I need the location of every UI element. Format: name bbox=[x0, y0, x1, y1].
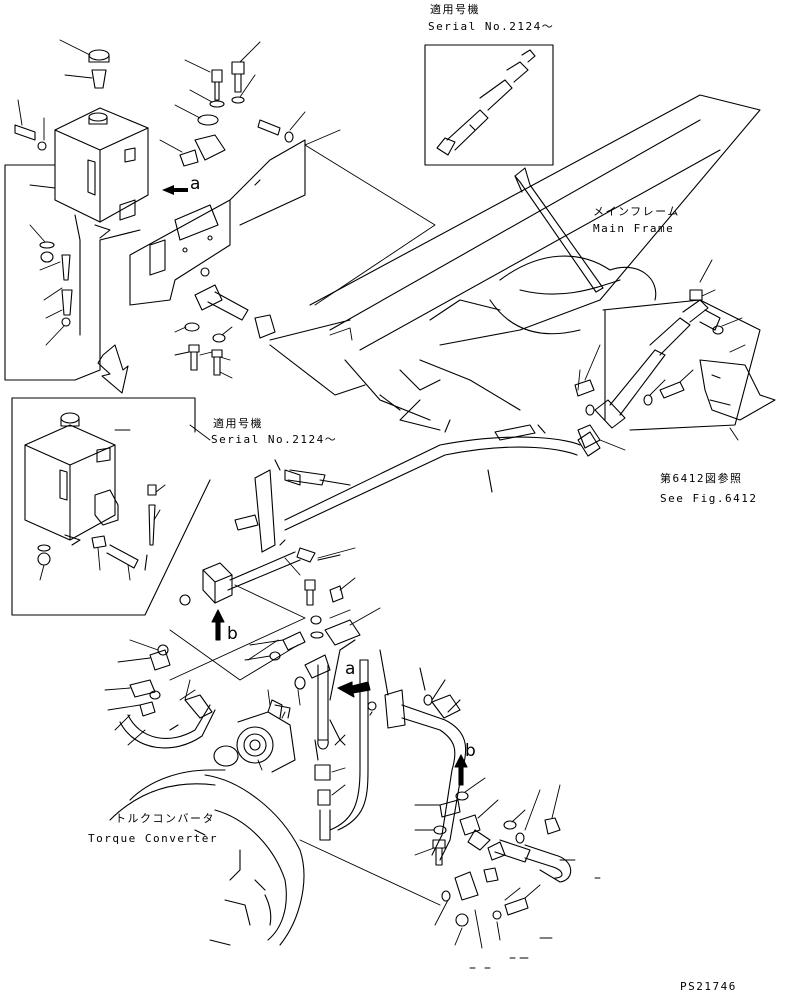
main-frame-label-jp: メインフレーム bbox=[593, 205, 680, 218]
long-pipe bbox=[284, 419, 601, 531]
main-frame-label-en: Main Frame bbox=[593, 222, 675, 235]
check-valve-assembly bbox=[184, 267, 366, 396]
tank-bracket bbox=[129, 139, 306, 306]
vertical-pipe bbox=[314, 639, 369, 841]
hydraulic-pump bbox=[213, 699, 296, 773]
tank-cap-parts bbox=[14, 49, 110, 151]
suction-hoses bbox=[119, 644, 216, 749]
inset-box-top bbox=[424, 44, 554, 166]
right-pipe-assembly bbox=[594, 299, 761, 431]
leader-lines-valve bbox=[174, 326, 353, 379]
main-frame bbox=[309, 94, 761, 431]
leader-lines-misc bbox=[169, 584, 441, 906]
arrow-to-top-inset bbox=[514, 167, 604, 293]
leader-lines-right bbox=[577, 259, 746, 451]
tank-drain-parts bbox=[39, 241, 73, 327]
see-fig-label-en: See Fig.6412 bbox=[660, 492, 758, 505]
hydraulic-tank bbox=[54, 107, 149, 239]
u-pipe bbox=[367, 649, 467, 861]
leader-lines-center bbox=[244, 547, 381, 796]
torque-converter bbox=[109, 769, 305, 946]
arrow-a-upper bbox=[162, 185, 188, 195]
lower-hose-assembly bbox=[432, 791, 572, 927]
torque-converter-label-en: Torque Converter bbox=[88, 832, 218, 845]
center-fittings bbox=[269, 579, 361, 690]
center-bracket bbox=[234, 459, 351, 563]
bolts-top-center bbox=[179, 61, 294, 167]
callout-a-lower: a bbox=[345, 659, 356, 679]
inset-box-left bbox=[11, 397, 211, 616]
mounting-bracket-6412 bbox=[689, 289, 776, 421]
bolts-right bbox=[574, 325, 724, 449]
callout-b-left: b bbox=[227, 624, 238, 644]
inset-left-serial-label: Serial No.2124～ bbox=[211, 433, 338, 446]
see-fig-label-jp: 第6412図参照 bbox=[660, 472, 743, 485]
leader-lines-pump bbox=[104, 629, 299, 771]
arrow-b-left bbox=[211, 609, 225, 641]
arrow-to-inset bbox=[97, 344, 129, 394]
inset-left-applicability-label: 適用号機 bbox=[213, 417, 263, 430]
inset-top-serial-label: Serial No.2124～ bbox=[428, 20, 555, 33]
tank-support-outline bbox=[4, 164, 141, 381]
leader-lines-top-left bbox=[17, 39, 93, 346]
torque-converter-label-jp: トルクコンバータ bbox=[115, 812, 215, 825]
callout-b-lower: b bbox=[465, 741, 476, 761]
figure-code-label: PS21746 bbox=[680, 980, 737, 993]
leader-lines-top-center bbox=[159, 41, 436, 306]
block-b bbox=[179, 551, 301, 606]
leader-lines-lower-right bbox=[414, 777, 601, 969]
callout-a-upper: a bbox=[190, 174, 201, 194]
arrow-a-lower bbox=[337, 681, 371, 698]
arrow-b-lower bbox=[454, 754, 468, 786]
leader-lines-left-inset bbox=[39, 424, 211, 581]
inset-top-applicability-label: 適用号機 bbox=[430, 3, 480, 16]
